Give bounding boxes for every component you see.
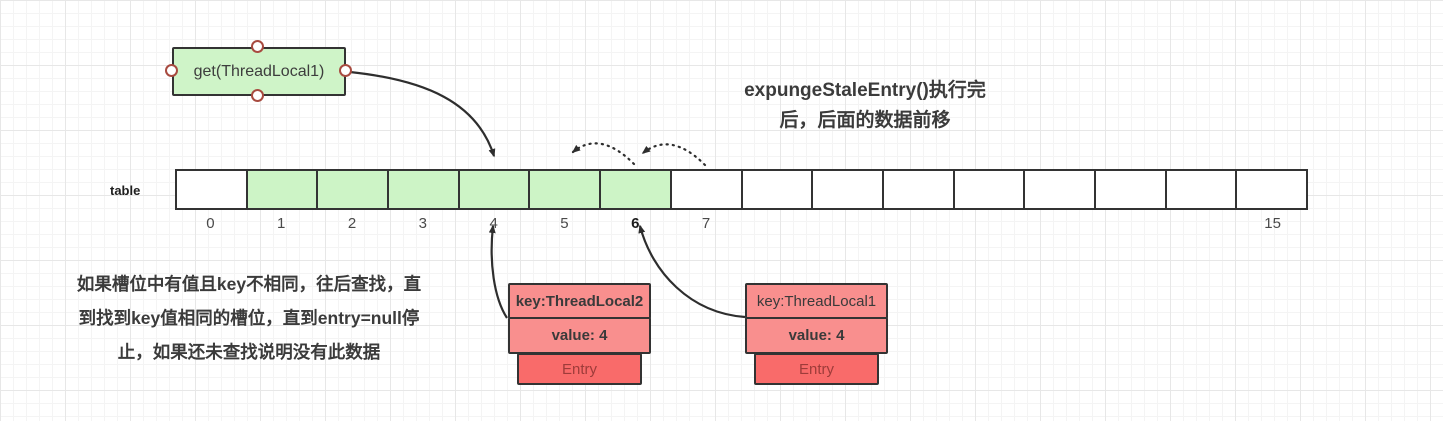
slot-index-2: 2 — [347, 215, 357, 232]
entry2-value-cell[interactable]: value: 4 — [508, 317, 651, 354]
title-annotation: expungeStaleEntry()执行完 后，后面的数据前移 — [660, 76, 1070, 136]
slot-index-15: 15 — [1264, 215, 1281, 232]
slot-index-11 — [954, 215, 1025, 232]
entry2-type-cell[interactable]: Entry — [517, 353, 642, 385]
table-slot-15[interactable] — [1235, 171, 1306, 208]
table-label: table — [110, 183, 141, 198]
table-slot-14[interactable] — [1164, 171, 1236, 208]
entry1-type-cell[interactable]: Entry — [754, 353, 879, 385]
get-threadlocal-box[interactable]: get(ThreadLocal1) — [172, 47, 346, 96]
entry1-value-cell[interactable]: value: 4 — [745, 317, 888, 354]
table-slot-3[interactable] — [387, 171, 458, 208]
title-line-1: expungeStaleEntry()执行完 — [744, 80, 986, 101]
connection-handle-right-icon[interactable] — [339, 64, 352, 77]
title-line-2: 后，后面的数据前移 — [779, 110, 951, 131]
get-threadlocal-label: get(ThreadLocal1) — [193, 62, 325, 80]
entry-box-threadlocal1[interactable]: key:ThreadLocal1 value: 4 Entry — [745, 283, 888, 385]
table-slot-10[interactable] — [881, 171, 953, 208]
slot-index-13 — [1096, 215, 1167, 232]
entry1-key-cell[interactable]: key:ThreadLocal1 — [745, 283, 888, 319]
table-slot-5[interactable] — [528, 171, 600, 208]
slot-index-5: 5 — [560, 215, 569, 232]
table-slot-13[interactable] — [1093, 171, 1165, 208]
table-slot-9[interactable] — [811, 171, 882, 208]
note-line-3: 止，如果还未查找说明没有此数据 — [117, 342, 381, 362]
table-slot-2[interactable] — [316, 171, 388, 208]
dotted-arc-slot7-to-slot6 — [641, 143, 707, 167]
slot-index-0: 0 — [206, 215, 215, 232]
table-slot-12[interactable] — [1023, 171, 1094, 208]
table-slot-6[interactable] — [599, 171, 670, 208]
table-slot-11[interactable] — [952, 171, 1024, 208]
note-annotation: 如果槽位中有值且key不相同，往后查找，直 到找到key值相同的槽位，直到ent… — [25, 267, 473, 369]
slot-index-10 — [883, 215, 954, 232]
arrow-entry1-to-slot6 — [638, 224, 746, 319]
slot-index-8 — [742, 215, 813, 232]
entry-box-threadlocal2[interactable]: key:ThreadLocal2 value: 4 Entry — [508, 283, 651, 385]
slot-table — [175, 169, 1308, 210]
connection-handle-top-icon[interactable] — [251, 40, 264, 53]
table-slot-8[interactable] — [740, 171, 812, 208]
table-slot-7[interactable] — [669, 171, 741, 208]
slot-index-1: 1 — [277, 215, 286, 232]
slot-index-9 — [812, 215, 883, 232]
table-slot-1[interactable] — [245, 171, 317, 208]
connection-handle-bottom-icon[interactable] — [251, 89, 264, 102]
slot-index-14 — [1166, 215, 1237, 232]
slot-index-6: 6 — [631, 215, 640, 232]
slot-index-7: 7 — [701, 215, 711, 232]
slot-index-3: 3 — [418, 215, 428, 232]
arrow-get-to-slot4 — [349, 70, 496, 158]
connection-handle-left-icon[interactable] — [165, 64, 178, 77]
slot-index-row: 0 1 2 3 4 5 6 7 15 — [175, 215, 1308, 232]
note-line-2: 到找到key值相同的槽位，直到entry=null停 — [78, 308, 420, 328]
entry2-key-cell[interactable]: key:ThreadLocal2 — [508, 283, 651, 319]
note-line-1: 如果槽位中有值且key不相同，往后查找，直 — [76, 274, 422, 294]
arrow-entry2-to-slot4 — [488, 224, 508, 319]
slot-index-4: 4 — [489, 215, 498, 232]
dotted-arc-slot6-to-slot5 — [571, 142, 636, 166]
table-slot-4[interactable] — [457, 171, 529, 208]
slot-index-12 — [1025, 215, 1096, 232]
table-slot-0[interactable] — [177, 171, 246, 208]
